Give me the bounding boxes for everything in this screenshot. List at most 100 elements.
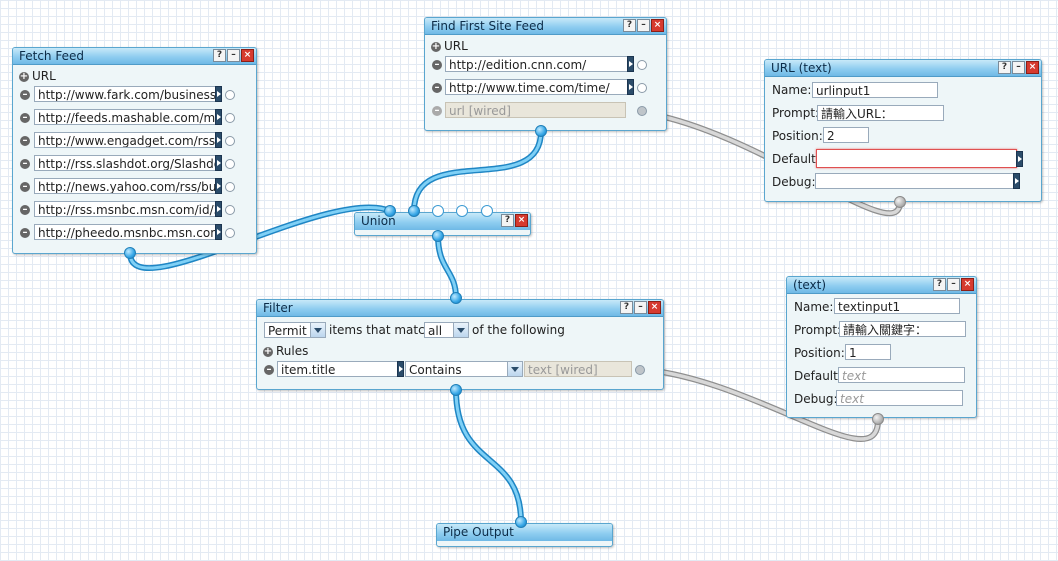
text-debug-input[interactable]: text <box>836 390 963 406</box>
minimize-icon[interactable]: – <box>947 278 960 291</box>
minimize-icon[interactable]: – <box>227 49 240 62</box>
arrow-right-icon[interactable] <box>397 361 404 377</box>
arrow-right-icon[interactable] <box>215 201 222 217</box>
text-input-titlebar[interactable]: (text) ?–× <box>787 277 976 294</box>
minus-icon[interactable]: – <box>20 228 30 238</box>
fetch-feed-url-input[interactable]: http://www.fark.com/business/fa <box>34 86 216 102</box>
close-icon[interactable]: × <box>648 301 661 314</box>
arrow-right-icon[interactable] <box>215 132 222 148</box>
url-debug-input[interactable] <box>815 173 1014 189</box>
minus-icon[interactable]: – <box>20 182 30 192</box>
field-port-icon[interactable] <box>225 136 235 146</box>
minus-icon[interactable]: – <box>20 113 30 123</box>
minimize-icon[interactable]: – <box>634 301 647 314</box>
field-port-icon[interactable] <box>225 159 235 169</box>
minus-icon[interactable]: – <box>432 106 442 116</box>
minus-icon[interactable]: – <box>20 159 30 169</box>
close-icon[interactable]: × <box>241 49 254 62</box>
find-first-module[interactable]: Find First Site Feed ?–× +URL – http://e… <box>424 17 667 131</box>
minus-icon[interactable]: – <box>20 90 30 100</box>
field-port-icon[interactable] <box>225 182 235 192</box>
union-module[interactable]: Union ?× <box>354 212 531 236</box>
minus-icon[interactable]: – <box>20 136 30 146</box>
text-default-input[interactable]: text <box>838 367 965 383</box>
close-icon[interactable]: × <box>651 19 664 32</box>
fetch-feed-module[interactable]: Fetch Feed ?–× +URL –http://www.fark.com… <box>12 47 257 254</box>
arrow-right-icon[interactable] <box>627 79 634 95</box>
fetch-feed-url-input[interactable]: http://rss.msnbc.msn.com/id/30: <box>34 201 216 217</box>
help-icon[interactable]: ? <box>998 61 1011 74</box>
text-prompt-input[interactable]: 請輸入關鍵字： <box>839 321 966 337</box>
fetch-feed-url-input[interactable]: http://feeds.mashable.com/mas <box>34 109 216 125</box>
rule-field-input[interactable]: item.title <box>277 361 398 377</box>
find-first-wired-input[interactable]: url [wired] <box>445 102 626 118</box>
plus-icon[interactable]: + <box>431 40 441 52</box>
field-port-icon[interactable] <box>635 365 645 375</box>
pipe-output-titlebar[interactable]: Pipe Output <box>437 524 612 541</box>
find-first-add-url[interactable]: +URL <box>431 37 468 55</box>
url-position-input[interactable]: 2 <box>823 127 869 143</box>
arrow-right-icon[interactable] <box>215 178 222 194</box>
arrow-right-icon[interactable] <box>215 86 222 102</box>
text-position-input[interactable]: 1 <box>845 344 891 360</box>
arrow-right-icon[interactable] <box>1016 151 1023 167</box>
fetch-feed-url-input[interactable]: http://rss.slashdot.org/Slashdot/ <box>34 155 216 171</box>
field-port-icon[interactable] <box>225 205 235 215</box>
union-titlebar[interactable]: Union ?× <box>355 213 530 230</box>
pipe-output-module[interactable]: Pipe Output <box>436 523 613 547</box>
filter-mode-select[interactable]: Permit <box>264 322 326 338</box>
help-icon[interactable]: ? <box>933 278 946 291</box>
url-text-module[interactable]: URL (text) ?–× Name: urlinput1 Prompt: 請… <box>764 59 1042 202</box>
fetch-feed-url-input[interactable]: http://news.yahoo.com/rss/busir <box>34 178 216 194</box>
help-icon[interactable]: ? <box>620 301 633 314</box>
arrow-right-icon[interactable] <box>1013 173 1020 189</box>
wire-filter-to-output <box>453 387 524 525</box>
chevron-down-icon[interactable] <box>507 362 522 376</box>
filter-match-select[interactable]: all <box>424 322 469 338</box>
plus-icon[interactable]: + <box>19 70 29 82</box>
minus-icon[interactable]: – <box>20 205 30 215</box>
fetch-feed-titlebar[interactable]: Fetch Feed ?–× <box>13 48 256 65</box>
rule-op-select[interactable]: Contains <box>405 361 523 377</box>
chevron-down-icon[interactable] <box>310 323 325 337</box>
filter-add-rule[interactable]: +Rules <box>263 342 308 360</box>
minus-icon[interactable]: – <box>432 60 442 70</box>
url-default-input[interactable] <box>816 149 1017 168</box>
text-name-input[interactable]: textinput1 <box>834 298 960 314</box>
rule-wired-input[interactable]: text [wired] <box>524 361 632 377</box>
close-icon[interactable]: × <box>515 214 528 227</box>
url-text-titlebar[interactable]: URL (text) ?–× <box>765 60 1041 77</box>
help-icon[interactable]: ? <box>213 49 226 62</box>
filter-titlebar[interactable]: Filter ?–× <box>257 300 663 317</box>
field-port-icon[interactable] <box>225 113 235 123</box>
minimize-icon[interactable]: – <box>1012 61 1025 74</box>
find-first-url-input[interactable]: http://edition.cnn.com/ <box>445 56 628 72</box>
find-first-titlebar[interactable]: Find First Site Feed ?–× <box>425 18 666 35</box>
arrow-right-icon[interactable] <box>627 56 634 72</box>
plus-icon[interactable]: + <box>263 345 273 357</box>
minus-icon[interactable]: – <box>264 365 274 375</box>
chevron-down-icon[interactable] <box>453 323 468 337</box>
close-icon[interactable]: × <box>1026 61 1039 74</box>
fetch-feed-url-input[interactable]: http://www.engadget.com/rss.xm <box>34 132 216 148</box>
find-first-url-input[interactable]: http://www.time.com/time/ <box>445 79 628 95</box>
arrow-right-icon[interactable] <box>215 109 222 125</box>
url-prompt-input[interactable]: 請輸入URL： <box>817 105 944 121</box>
help-icon[interactable]: ? <box>623 19 636 32</box>
field-port-icon[interactable] <box>637 83 647 93</box>
arrow-right-icon[interactable] <box>215 155 222 171</box>
minus-icon[interactable]: – <box>432 83 442 93</box>
arrow-right-icon[interactable] <box>215 224 222 240</box>
field-port-icon[interactable] <box>225 90 235 100</box>
field-port-icon[interactable] <box>637 106 647 116</box>
text-input-module[interactable]: (text) ?–× Name: textinput1 Prompt: 請輸入關… <box>786 276 977 418</box>
help-icon[interactable]: ? <box>501 214 514 227</box>
filter-module[interactable]: Filter ?–× Permit items that match all o… <box>256 299 664 390</box>
close-icon[interactable]: × <box>961 278 974 291</box>
url-name-input[interactable]: urlinput1 <box>812 82 938 98</box>
field-port-icon[interactable] <box>225 228 235 238</box>
fetch-feed-add-url[interactable]: +URL <box>19 67 56 85</box>
field-port-icon[interactable] <box>637 60 647 70</box>
minimize-icon[interactable]: – <box>637 19 650 32</box>
fetch-feed-url-input[interactable]: http://pheedo.msnbc.msn.com/ii <box>34 224 216 240</box>
